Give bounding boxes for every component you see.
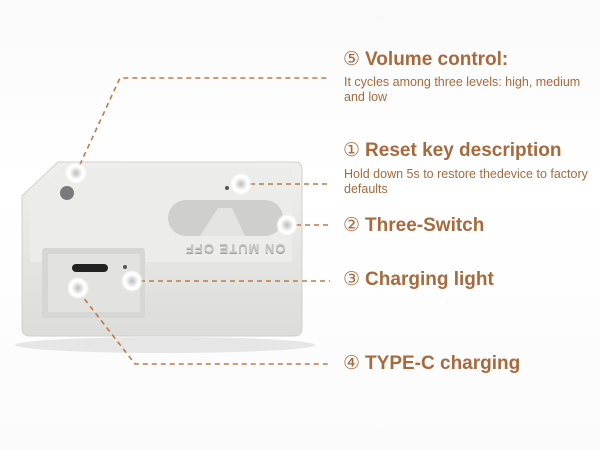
marker-reset	[230, 173, 252, 195]
callout-title-text: Charging light	[365, 269, 494, 290]
callout-volume-desc: It cycles among three levels: high, medi…	[344, 75, 581, 104]
switch-knob	[200, 208, 245, 236]
usb-c-port	[72, 264, 108, 272]
leader-volume	[75, 77, 330, 174]
callout-title-text: Reset key description	[365, 140, 562, 161]
marker-switch	[276, 214, 298, 236]
callout-title-text: TYPE-C charging	[365, 353, 521, 374]
callout-number: ④	[343, 353, 361, 374]
charging-light-dot	[123, 265, 127, 269]
callout-title-text: Volume control:	[365, 49, 509, 70]
callout-title-text: Three-Switch	[365, 215, 485, 236]
volume-button	[60, 186, 74, 200]
leader-typec	[78, 291, 330, 365]
device-top-face	[30, 168, 292, 262]
switch-label-embossed: ON MUTE OFF	[185, 241, 286, 256]
leader-lines	[75, 77, 330, 365]
marker-charging-light	[121, 270, 143, 292]
reset-hole	[225, 186, 229, 190]
callout-number: ②	[343, 215, 361, 236]
marker-typec	[67, 277, 89, 299]
callout-reset-desc: Hold down 5s to restore thedevice to fac…	[344, 167, 588, 196]
callout-number: ③	[343, 269, 361, 290]
callout-number: ⑤	[343, 49, 361, 70]
markers	[65, 162, 298, 299]
marker-volume	[65, 162, 87, 184]
shadow	[15, 337, 315, 353]
callout-number: ①	[343, 140, 361, 161]
